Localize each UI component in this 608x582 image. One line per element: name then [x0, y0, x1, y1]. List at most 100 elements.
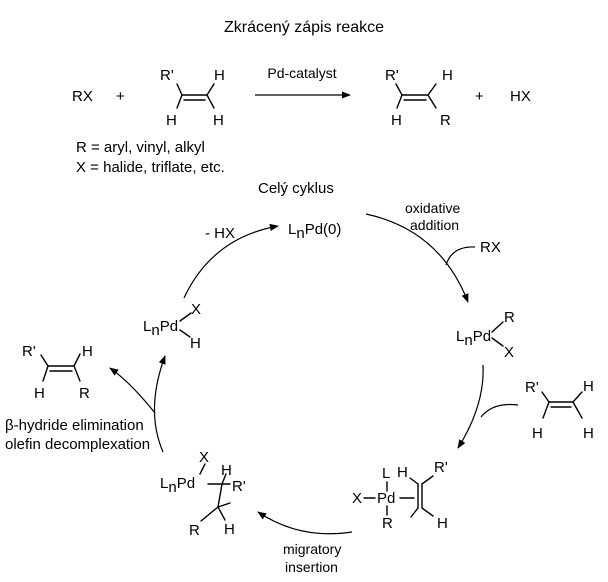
olefin-decomplexation-label: olefin decomplexation — [5, 436, 150, 453]
svg-text:LnPd: LnPd — [160, 475, 195, 496]
x-label: X — [191, 301, 201, 318]
x-label: X — [352, 490, 362, 507]
r-label: R — [79, 385, 90, 402]
cycle-title: Celý cyklus — [258, 180, 334, 197]
arrow-reductive-elimination — [183, 223, 279, 299]
alkene-bond-h-br — [206, 94, 215, 109]
c-h-bond — [409, 477, 419, 485]
h-label: H — [532, 425, 543, 442]
alkene-bond-rprime — [176, 83, 183, 96]
ligand-subscript: n — [168, 479, 176, 496]
alkene-rprime-label: R' — [160, 67, 174, 84]
h-label: H — [437, 515, 448, 532]
pd0-label: Pd(0) — [305, 221, 342, 238]
definition-x: X = halide, triflate, etc. — [76, 159, 225, 176]
bond — [40, 354, 49, 367]
product-bond-h-bl — [396, 94, 403, 109]
pd-x-bond — [491, 337, 504, 347]
pd-x-bond — [199, 463, 206, 475]
pd-label: Pd — [160, 318, 178, 335]
bond — [73, 365, 81, 382]
catalyst-label: Pd-catalyst — [267, 65, 336, 81]
pi-alkene-complex: L X Pd R H R' H — [352, 459, 448, 532]
incoming-alkene: R' H H H — [525, 378, 594, 442]
r-label: R — [382, 515, 393, 532]
pd-label: Pd — [177, 475, 195, 492]
pd-h-bond — [179, 329, 191, 338]
reactant-alkene: R' H H H — [160, 67, 225, 129]
bond — [572, 391, 583, 403]
ligand-subscript: n — [296, 225, 304, 242]
arrow-rx-entry — [445, 246, 476, 266]
rprime-label: R' — [22, 343, 36, 360]
oxidative-addition-label: addition — [410, 217, 459, 233]
oxidative-addition-label: oxidative — [405, 200, 460, 216]
arrow-migratory-insertion — [257, 511, 353, 535]
ligand-l: L — [288, 221, 296, 238]
product-h-label: H — [391, 112, 402, 129]
rx-reagent: RX — [480, 239, 501, 256]
svg-text:LnPd: LnPd — [456, 328, 491, 349]
c-h-bond — [217, 502, 231, 508]
product-bond-rprime — [395, 83, 403, 96]
c-h-bond — [221, 473, 227, 485]
oxidative-addition-complex: LnPd R X — [456, 309, 515, 361]
definition-r: R = aryl, vinyl, alkyl — [76, 139, 205, 156]
plus-sign-2: + — [475, 88, 484, 105]
pd-hydride-complex: LnPd X H — [143, 301, 201, 352]
svg-text:LnPd: LnPd — [143, 318, 178, 339]
product-bond-r — [427, 94, 437, 109]
pd-label: Pd — [377, 490, 395, 507]
c-rprime-bond — [421, 475, 434, 485]
h-label: H — [583, 425, 594, 442]
product-r-label: R — [440, 112, 451, 129]
l-label: L — [382, 465, 390, 482]
migratory-insertion-label: migratory — [283, 541, 341, 557]
bond — [542, 401, 550, 419]
ligand-l: L — [456, 328, 464, 345]
minus-hx-label: - HX — [205, 225, 235, 242]
bond — [572, 401, 583, 419]
product-bond-h-tr — [427, 83, 437, 96]
h-label: H — [224, 521, 235, 538]
c-c-bond — [217, 483, 223, 508]
arrow-beta-hydride — [153, 355, 166, 453]
c-h-bond — [421, 507, 434, 517]
bond — [73, 353, 81, 367]
r-label: R — [504, 309, 515, 326]
pd-r-bond — [491, 321, 504, 333]
arrow-product-release — [109, 367, 156, 414]
product-rprime-label: R' — [385, 67, 399, 84]
product-alkene: R' H H R — [385, 67, 453, 129]
migratory-insertion-label: insertion — [285, 559, 338, 575]
c-h-bond — [410, 507, 419, 518]
c-h-bond — [217, 506, 226, 521]
alkene-h-label: H — [213, 112, 224, 129]
x-label: X — [199, 449, 209, 466]
h-label: H — [82, 343, 93, 360]
x-label: X — [504, 344, 514, 361]
alkene-bond-h-tr — [206, 83, 215, 96]
reactant-rx: RX — [72, 88, 93, 105]
ligand-l: L — [160, 475, 168, 492]
alkene-bond-h-bl — [176, 94, 183, 109]
rprime-label: R' — [434, 459, 448, 476]
c-r-bond — [200, 506, 219, 522]
alkene-h-label: H — [214, 67, 225, 84]
arrow-alkene-coordination — [457, 364, 484, 449]
h-label: H — [34, 385, 45, 402]
h-label: H — [397, 464, 408, 481]
product-h-label: H — [442, 67, 453, 84]
plus-sign-1: + — [116, 88, 125, 105]
alkyl-pd-complex: LnPd X H R' R H — [160, 449, 246, 539]
pd0-catalyst: LnPd(0) — [288, 221, 341, 242]
r-label: R — [189, 522, 200, 539]
h-label: H — [583, 378, 594, 395]
alkene-h-label: H — [166, 112, 177, 129]
bond — [42, 365, 49, 382]
bond — [541, 391, 550, 403]
pd-x-bond — [179, 312, 192, 322]
svg-text:LnPd(0): LnPd(0) — [288, 221, 341, 242]
h-label: H — [190, 335, 201, 352]
